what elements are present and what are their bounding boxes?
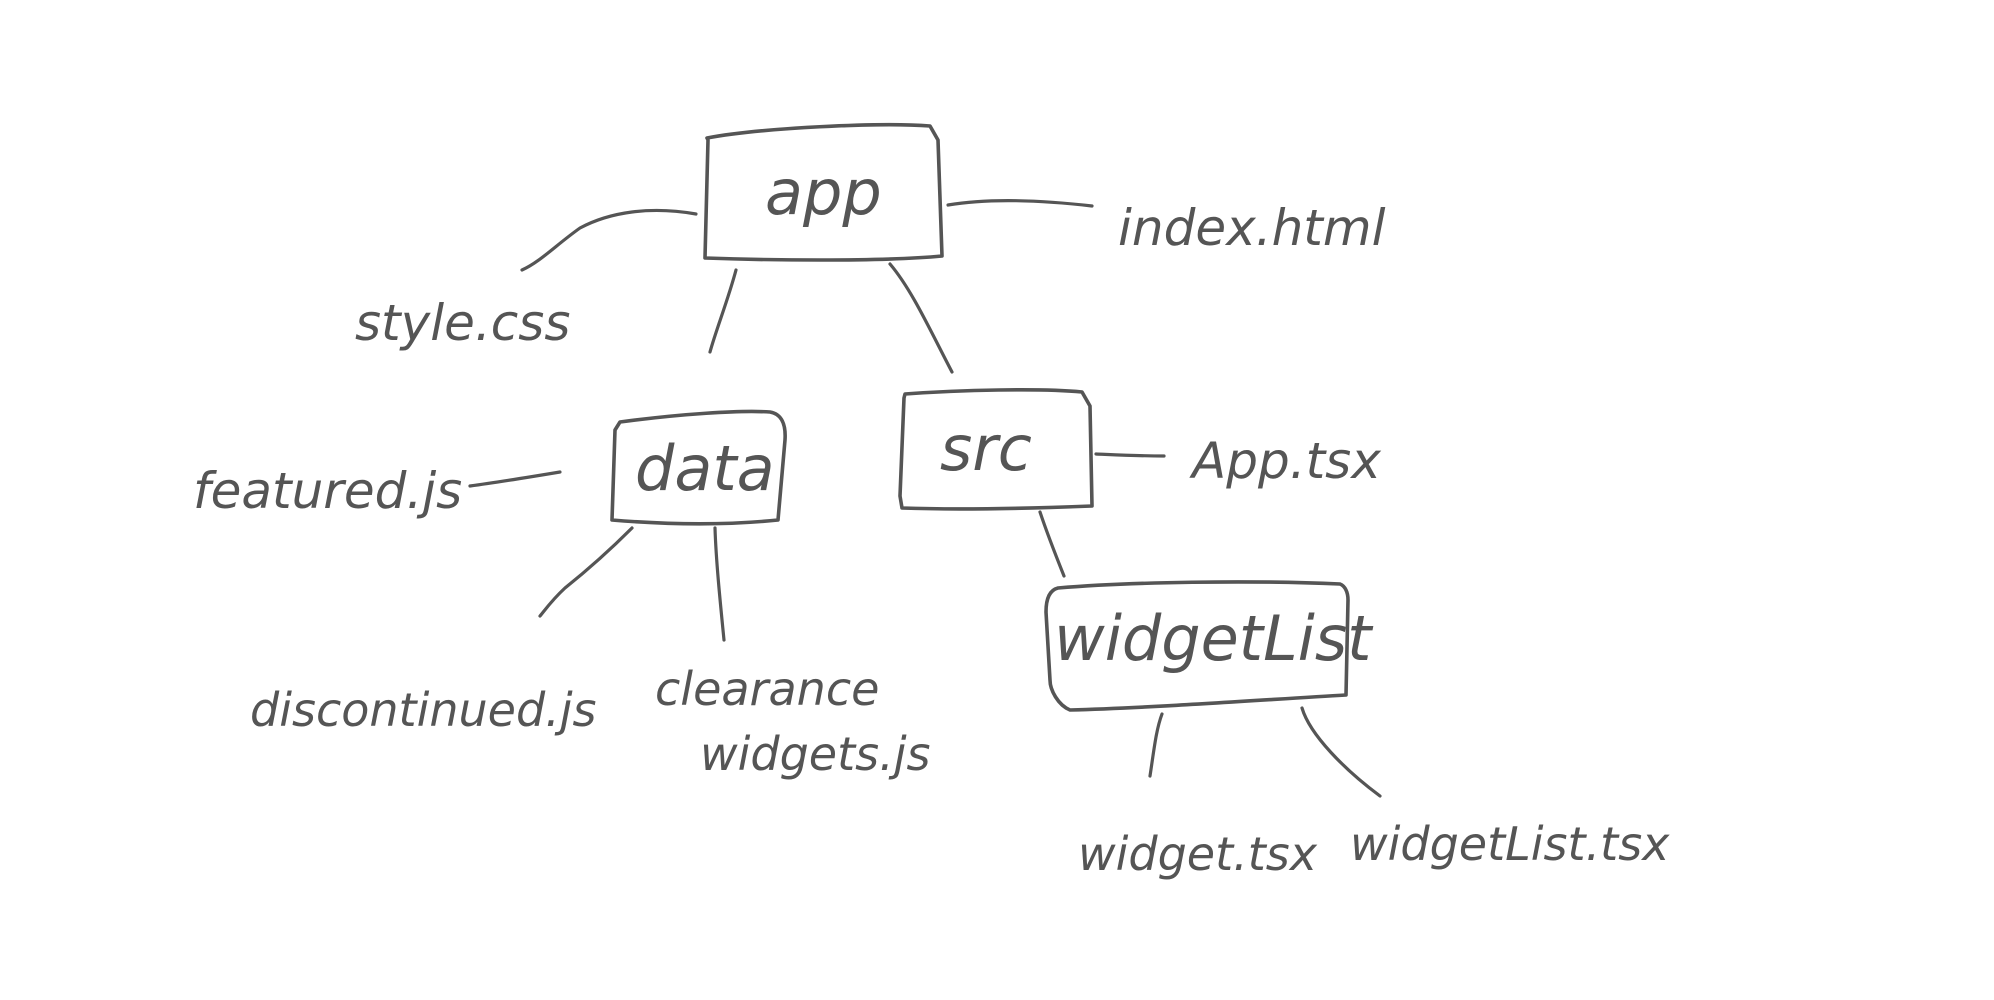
- connector-widgetlist-widgetlist-tsx: [1300, 706, 1382, 798]
- connector-src-widgetlist: [1038, 510, 1066, 578]
- folder-app: app: [703, 122, 944, 262]
- folder-src-box: [898, 388, 1094, 511]
- folder-app-box: [703, 122, 944, 262]
- folder-data-box: [610, 409, 787, 526]
- connector-app-style: [520, 208, 698, 272]
- folder-src: src: [898, 388, 1094, 511]
- file-featured-js: featured.js: [193, 462, 462, 520]
- file-clearance-widgets-js-line1: clearance: [655, 662, 879, 716]
- folder-widgetlist: widgetList: [1044, 580, 1374, 712]
- connector-app-data: [708, 268, 738, 354]
- connector-app-src: [888, 262, 954, 374]
- connector-src-app-tsx: [1094, 452, 1166, 458]
- file-widgetlist-tsx: widgetList.tsx: [1350, 817, 1670, 871]
- file-clearance-widgets-js-line2: widgets.js: [700, 727, 930, 781]
- connector-widgetlist-widget: [1148, 712, 1164, 778]
- folder-data-label: data: [635, 432, 775, 505]
- folder-data: data: [610, 409, 787, 526]
- file-discontinued-js: discontinued.js: [250, 683, 597, 737]
- folder-app-label: app: [765, 156, 882, 229]
- folder-src-label: src: [940, 412, 1032, 485]
- file-widget-tsx: widget.tsx: [1078, 827, 1318, 881]
- folder-widgetlist-box: [1044, 580, 1350, 712]
- connector-app-index: [946, 198, 1094, 208]
- file-app-tsx: App.tsx: [1189, 432, 1381, 490]
- connector-data-discontinued: [538, 526, 634, 618]
- folder-widgetlist-label: widgetList: [1054, 602, 1374, 675]
- file-style-css: style.css: [355, 294, 570, 352]
- connector-data-clearance: [713, 526, 726, 642]
- file-index-html: index.html: [1118, 199, 1386, 257]
- connector-data-featured: [468, 470, 562, 488]
